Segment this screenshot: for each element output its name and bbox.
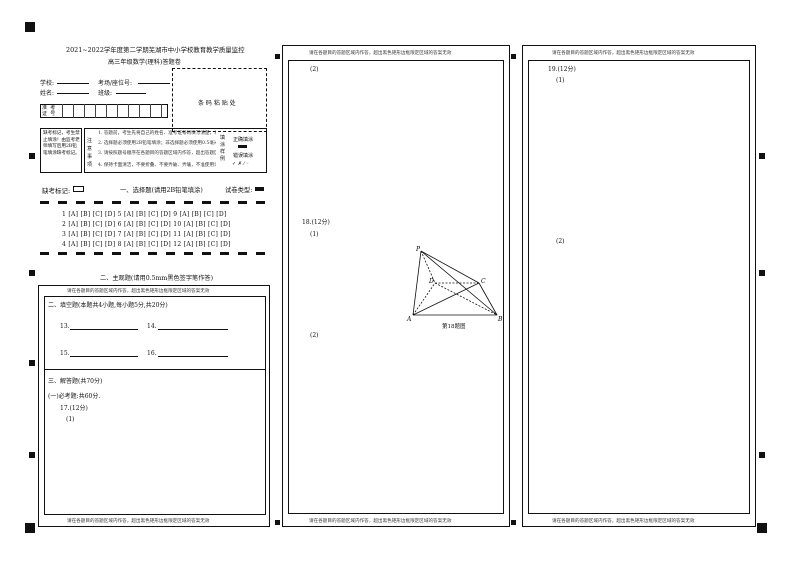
id-char: 准 <box>42 105 48 111</box>
solve-title: 三、解答题(共70分) <box>48 378 103 385</box>
side-mark <box>759 153 765 159</box>
gutter-mark <box>275 54 280 59</box>
side-mark <box>759 452 765 458</box>
q18-part1: (1) <box>310 231 319 238</box>
answer-area-warning: 请在各题目的答题区域内作答，超出黑色矩形边框限定区域的答案无效 <box>67 519 210 524</box>
side-mark <box>29 360 35 366</box>
side-mark <box>29 153 35 159</box>
notice-item: 4. 保持卡面清洁，不要折叠、不要弄破、弄皱，不准使用涂改液、刮纸刀。 <box>98 163 216 168</box>
divider <box>44 369 266 370</box>
point-label: A <box>406 316 412 323</box>
point-label: C <box>481 278 486 285</box>
id-char: 证 <box>42 111 48 117</box>
exam-no-label: 考场/座位号: <box>98 80 133 87</box>
q17-part2: (2) <box>310 66 319 73</box>
q14-answer[interactable] <box>158 329 228 330</box>
absent-checkbox[interactable] <box>73 186 84 192</box>
answer-region-col1[interactable] <box>44 296 266 515</box>
q16-label: 16. <box>147 350 157 357</box>
answer-region-col3[interactable] <box>528 60 750 514</box>
absent-note-box <box>40 128 82 173</box>
name-label: 姓名: <box>40 90 55 97</box>
absent-mark-label: 缺考标记: <box>42 187 71 195</box>
class-field[interactable] <box>116 93 146 94</box>
q13-label: 13. <box>60 323 70 330</box>
paper-type-box[interactable] <box>255 187 264 191</box>
gutter-mark <box>511 54 516 59</box>
absent-note: 缺考标记，考生禁止填涂！由监考老师填写后用2B铅笔填涂缺考标记。 <box>43 131 80 156</box>
section2-title: 二、主观题(请用0.5mm黑色签字笔作答) <box>100 275 214 282</box>
school-label: 学校: <box>40 80 55 87</box>
gutter-mark <box>511 520 516 525</box>
mc-row[interactable]: 1 [A] [B] [C] [D] 5 [A] [B] [C] [D] 9 [A… <box>62 211 227 218</box>
point-label: D <box>428 278 434 285</box>
notice-label: 注意事项 <box>87 138 93 168</box>
corner-mark-tl <box>25 22 35 32</box>
exam-no-field[interactable] <box>138 83 170 84</box>
notice-item: 2. 选择题必须使用2B铅笔填涂；非选择题必须使用0.5毫米黑色字迹的签字笔书写… <box>98 141 216 146</box>
pyramid-figure: P D C A B <box>406 246 503 323</box>
mc-row[interactable]: 3 [A] [B] [C] [D] 7 [A] [B] [C] [D] 11 [… <box>62 231 231 238</box>
name-field[interactable] <box>57 93 89 94</box>
barcode-area <box>172 68 267 132</box>
q18-part2: (2) <box>310 332 319 339</box>
gutter-mark <box>275 520 280 525</box>
answer-frame-col1 <box>38 285 270 527</box>
q16-answer[interactable] <box>158 356 228 357</box>
side-mark <box>29 452 35 458</box>
corner-mark-bl <box>25 523 35 533</box>
notice-item: 3. 请按照题号顺序在各题目的答题区域内作答，超出答题区域书写的答案无效；在草稿… <box>98 151 216 156</box>
answer-area-warning: 请在各题目的答题区域内作答，超出黑色矩形边框限定区域的答案无效 <box>309 51 452 56</box>
id-grid-cells <box>52 104 168 118</box>
class-label: 班级: <box>98 90 113 97</box>
side-mark <box>29 270 35 276</box>
paper-type-label: 试卷类型: <box>225 187 253 194</box>
corner-mark-br <box>757 523 767 533</box>
page-title: 2021~2022学年度第二学期芜湖市中小学校教育教学质量监控 <box>66 46 245 54</box>
mc-row[interactable]: 2 [A] [B] [C] [D] 6 [A] [B] [C] [D] 10 [… <box>62 221 231 228</box>
figure-caption: 第18题图 <box>442 324 466 330</box>
wrong-fill-sample: ✓ ✗ ⁄ ◦ <box>232 161 249 167</box>
correct-fill-label: 正确填涂 <box>233 137 254 143</box>
answer-area-warning: 请在各题目的答题区域内作答，超出黑色矩形边框限定区域的答案无效 <box>67 289 210 294</box>
fill-sample-label: 填涂样例 <box>220 135 226 162</box>
q17-label: 17.(12分) <box>60 405 88 412</box>
answer-area-warning: 请在各题目的答题区域内作答，超出黑色矩形边框限定区域的答案无效 <box>552 519 695 524</box>
answer-frame-col2 <box>282 45 510 527</box>
fill-blank-title: 二、填空题(本题共4小题,每小题5分,共20分) <box>48 302 168 309</box>
q14-label: 14. <box>147 323 157 330</box>
answer-area-warning: 请在各题目的答题区域内作答，超出黑色矩形边框限定区域的答案无效 <box>309 519 452 524</box>
answer-region-col2[interactable] <box>288 60 504 514</box>
q15-answer[interactable] <box>70 356 138 357</box>
q19-part1: (1) <box>556 77 565 84</box>
required-label: (一)必考题:共60分. <box>48 393 101 400</box>
point-label: B <box>497 316 503 323</box>
q13-answer[interactable] <box>70 329 138 330</box>
side-mark <box>759 270 765 276</box>
point-label: P <box>415 246 421 253</box>
answer-area-warning: 请在各题目的答题区域内作答，超出黑色矩形边框限定区域的答案无效 <box>552 51 695 56</box>
barcode-label: 条 码 粘 贴 处 <box>198 100 236 107</box>
page-subtitle: 高三年级数学(理科)答题卷 <box>108 59 181 66</box>
timing-marks-top <box>40 201 270 204</box>
school-field[interactable] <box>57 83 89 84</box>
notice-item: 1. 答题前，考生先将自己的姓名、准考证号码填写清楚，将条形码准确粘贴在条形码区… <box>98 131 216 136</box>
q15-label: 15. <box>60 350 70 357</box>
q19-part2: (2) <box>556 238 565 245</box>
section1-title: 一、选择题(请用2B铅笔填涂) <box>120 187 203 194</box>
q17-part1: (1) <box>66 416 75 423</box>
q18-label: 18.(12分) <box>302 219 330 226</box>
notice-box <box>84 128 267 173</box>
q19-label: 19.(12分) <box>548 66 576 73</box>
mc-row[interactable]: 4 [A] [B] [C] [D] 8 [A] [B] [C] [D] 12 [… <box>62 241 231 248</box>
answer-frame-col3 <box>522 45 756 527</box>
wrong-fill-label: 错误填涂 <box>233 153 254 159</box>
timing-marks-bottom <box>40 252 270 255</box>
correct-fill-sample <box>238 145 247 148</box>
